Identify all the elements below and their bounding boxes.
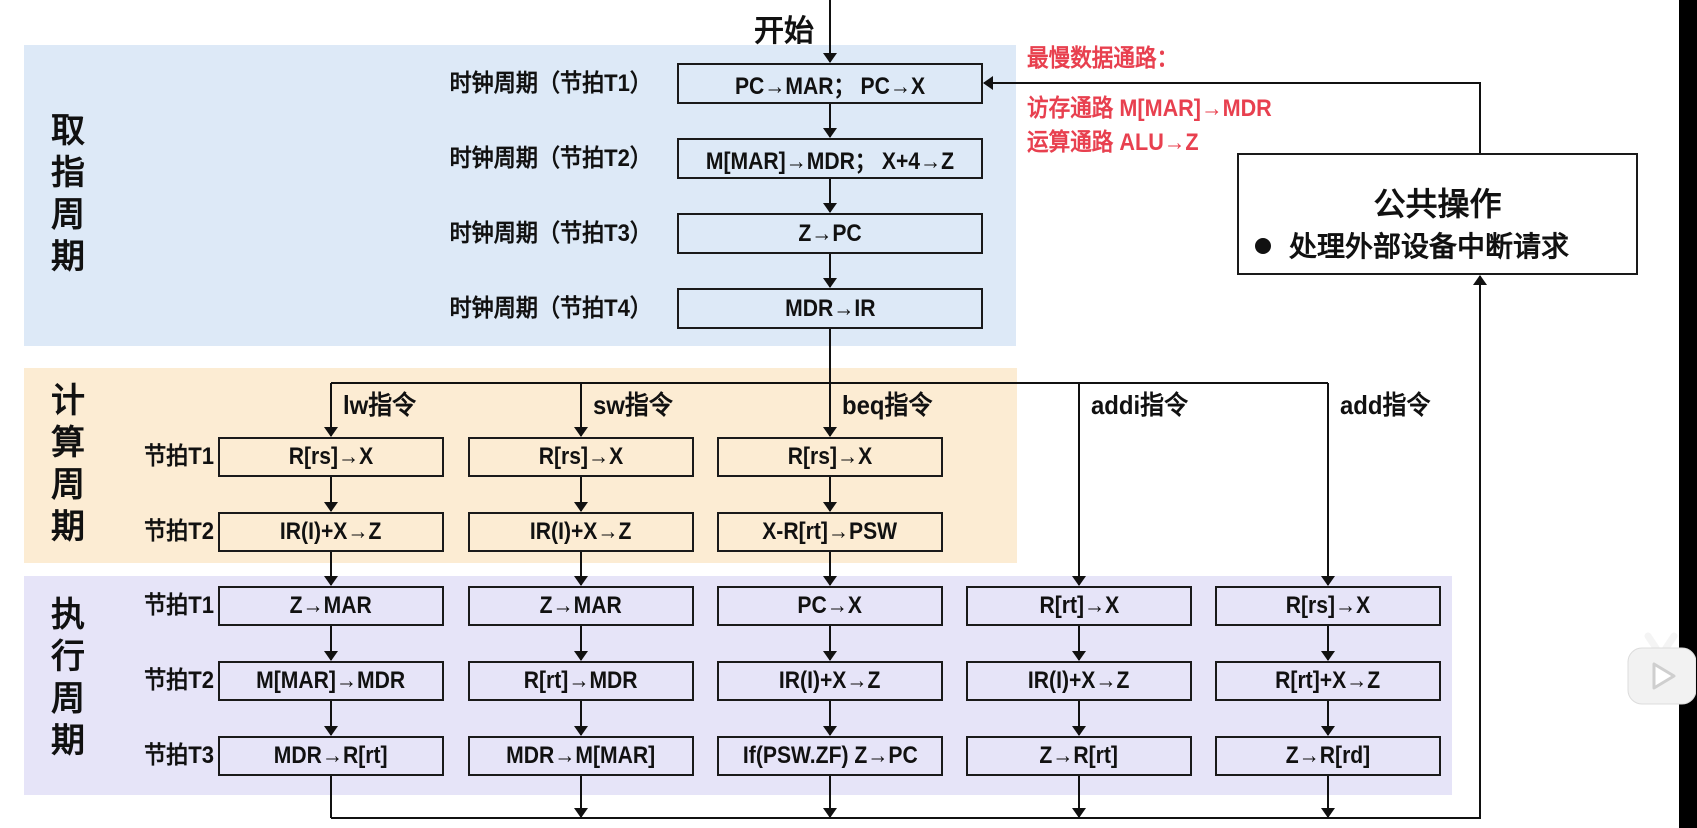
- instruction-label: add指令: [1340, 390, 1431, 420]
- compute-step-box: R[rs]→X: [717, 437, 943, 477]
- execute-row-label: 节拍T2: [144, 667, 214, 694]
- execute-step-box: If(PSW.ZF) Z→PC: [717, 736, 943, 776]
- execute-step-box: MDR→R[rt]: [218, 736, 444, 776]
- slowest-path-title: 最慢数据通路：: [1027, 45, 1179, 72]
- compute-row-label: 节拍T1: [144, 443, 214, 470]
- fetch-step-box: M[MAR]→MDR； X+4→Z: [677, 138, 983, 179]
- compute-cycle-region: [24, 368, 1017, 563]
- execute-row-label: 节拍T1: [144, 592, 214, 619]
- execute-step-box: Z→R[rt]: [966, 736, 1192, 776]
- execute-step-box: M[MAR]→MDR: [218, 661, 444, 701]
- fetch-step-box: MDR→IR: [677, 288, 983, 329]
- instruction-label: beq指令: [842, 390, 933, 420]
- execute-cycle-region: [24, 576, 1452, 795]
- common-operation-title: 公共操作: [1373, 186, 1502, 222]
- screen-edge-strip: [1679, 0, 1697, 828]
- execute-step-box: Z→R[rd]: [1215, 736, 1441, 776]
- instruction-label: addi指令: [1091, 390, 1189, 420]
- compute-step-box: IR(I)+X→Z: [468, 512, 694, 552]
- compute-row-label: 节拍T2: [144, 518, 214, 545]
- common-operation-item: 处理外部设备中断请求: [1255, 225, 1569, 265]
- fetch-step-box: Z→PC: [677, 213, 983, 254]
- phase-label-compute: 计算周期: [51, 382, 85, 546]
- execute-step-box: IR(I)+X→Z: [966, 661, 1192, 701]
- fetch-step-box: PC→MAR； PC→X: [677, 63, 983, 104]
- fetch-cycle-region: [24, 45, 1016, 346]
- execute-step-box: IR(I)+X→Z: [717, 661, 943, 701]
- bullet-icon: [1255, 237, 1271, 254]
- fetch-step-label: 时钟周期（节拍T3）: [449, 219, 652, 247]
- fetch-step-label: 时钟周期（节拍T4）: [449, 294, 652, 322]
- compute-step-box: IR(I)+X→Z: [218, 512, 444, 552]
- execute-step-box: R[rt]+X→Z: [1215, 661, 1441, 701]
- fetch-step-label: 时钟周期（节拍T2）: [449, 144, 652, 172]
- execute-step-box: Z→MAR: [468, 586, 694, 626]
- execute-step-box: R[rt]→X: [966, 586, 1192, 626]
- execute-step-box: Z→MAR: [218, 586, 444, 626]
- execute-step-box: R[rs]→X: [1215, 586, 1441, 626]
- compute-step-box: R[rs]→X: [218, 437, 444, 477]
- execute-step-box: MDR→M[MAR]: [468, 736, 694, 776]
- instruction-label: lw指令: [343, 390, 417, 420]
- common-operation-box: 公共操作 处理外部设备中断请求: [1237, 153, 1638, 275]
- flow-arrow: [983, 76, 1481, 153]
- execute-row-label: 节拍T3: [144, 742, 214, 769]
- slowest-path-memory: 访存通路 M[MAR]→MDR: [1027, 95, 1272, 122]
- slowest-path-alu: 运算通路 ALU→Z: [1027, 129, 1199, 156]
- instruction-label: sw指令: [593, 390, 673, 420]
- execute-step-box: PC→X: [717, 586, 943, 626]
- flow-arrow: [331, 275, 1487, 819]
- execute-step-box: R[rt]→MDR: [468, 661, 694, 701]
- start-label: 开始: [754, 15, 814, 48]
- bilibili-tv-play-icon[interactable]: [1626, 632, 1696, 708]
- phase-label-fetch: 取指周期: [51, 112, 85, 276]
- compute-step-box: X-R[rt]→PSW: [717, 512, 943, 552]
- fetch-step-label: 时钟周期（节拍T1）: [449, 69, 652, 97]
- phase-label-execute: 执行周期: [51, 596, 85, 760]
- compute-step-box: R[rs]→X: [468, 437, 694, 477]
